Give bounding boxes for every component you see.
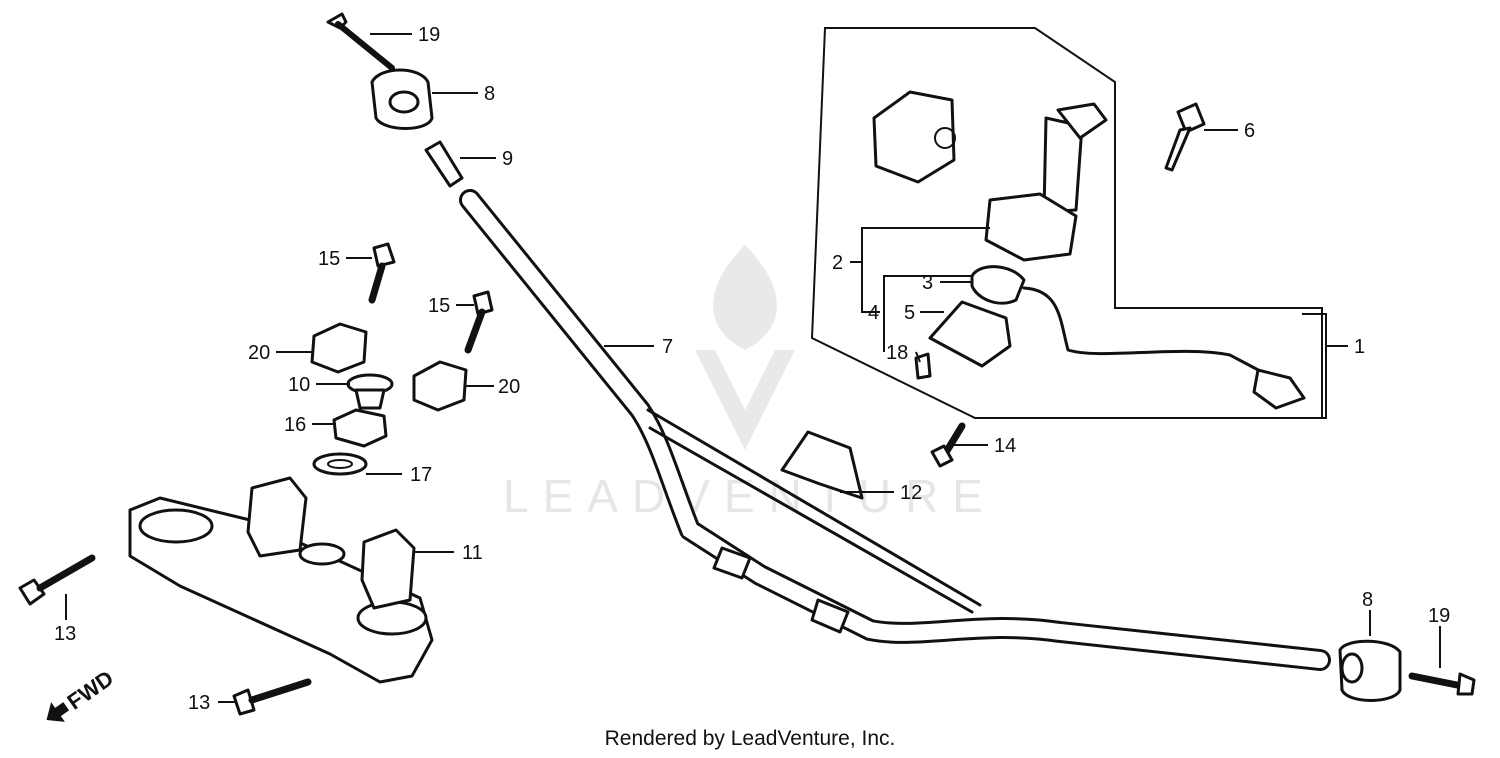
- part-6-key: [1164, 102, 1206, 172]
- callout-5: 5: [904, 302, 915, 324]
- part-8-top-end-weight: [370, 68, 434, 130]
- part-20-holder-left: [310, 322, 368, 374]
- callout-17: 17: [410, 464, 432, 486]
- part-7-handlebar: [459, 189, 1331, 671]
- callout-15-left: 15: [318, 248, 340, 270]
- callout-15-right: 15: [428, 295, 450, 317]
- callouts: 19 8 9 15 15 20 10 20 16 17 11 13 13 7 1…: [54, 24, 1450, 714]
- callout-6: 6: [1244, 120, 1255, 142]
- part-15-bolt-right: [464, 290, 494, 354]
- part-16-nut: [332, 408, 388, 448]
- part-10-rubber: [346, 373, 394, 410]
- callout-12: 12: [900, 482, 922, 504]
- fwd-arrow-icon: [46, 702, 70, 722]
- part-11-top-bridge: [128, 476, 434, 684]
- callout-11: 11: [462, 542, 483, 564]
- part-13-bolt-left: [18, 554, 96, 606]
- part-17-washer: [312, 452, 368, 476]
- part-14-bolt: [930, 422, 966, 468]
- part-8-right-end-weight: [1338, 639, 1402, 702]
- part-20-holder-right: [412, 360, 468, 412]
- callout-18: 18: [886, 342, 908, 364]
- part-13-bolt-bottom: [232, 678, 312, 716]
- callout-20-right: 20: [498, 376, 520, 398]
- ignition-switch-group: [810, 27, 1323, 419]
- callout-19-top: 19: [418, 24, 440, 46]
- callout-2: 2: [832, 252, 843, 274]
- leader-lines: [65, 33, 1441, 703]
- callout-13-left: 13: [54, 623, 76, 645]
- callout-4: 4: [868, 302, 879, 324]
- leadventure-watermark: LEADVENTURE: [503, 245, 997, 522]
- fwd-label: FWD: [63, 665, 118, 714]
- callout-1: 1: [1354, 336, 1365, 358]
- footer-credit: Rendered by LeadVenture, Inc.: [605, 727, 896, 750]
- callout-16: 16: [284, 414, 306, 436]
- part-19-top-bolt: [326, 12, 395, 71]
- callout-10: 10: [288, 374, 310, 396]
- callout-13-bottom: 13: [188, 692, 210, 714]
- part-9-plug: [424, 140, 464, 188]
- callout-3: 3: [922, 272, 933, 294]
- watermark-text: LEADVENTURE: [503, 470, 997, 522]
- callout-8-right: 8: [1362, 589, 1373, 611]
- fwd-indicator: FWD: [46, 665, 118, 722]
- part-12-bar-pad: [780, 430, 864, 500]
- callout-7: 7: [662, 336, 673, 358]
- callout-19-right: 19: [1428, 605, 1450, 627]
- part-15-bolt-left: [368, 242, 396, 304]
- callout-14: 14: [994, 435, 1016, 457]
- callout-20-left: 20: [248, 342, 270, 364]
- callout-9: 9: [502, 148, 513, 170]
- callout-8-top: 8: [484, 83, 495, 105]
- part-19-right-bolt: [1408, 672, 1476, 696]
